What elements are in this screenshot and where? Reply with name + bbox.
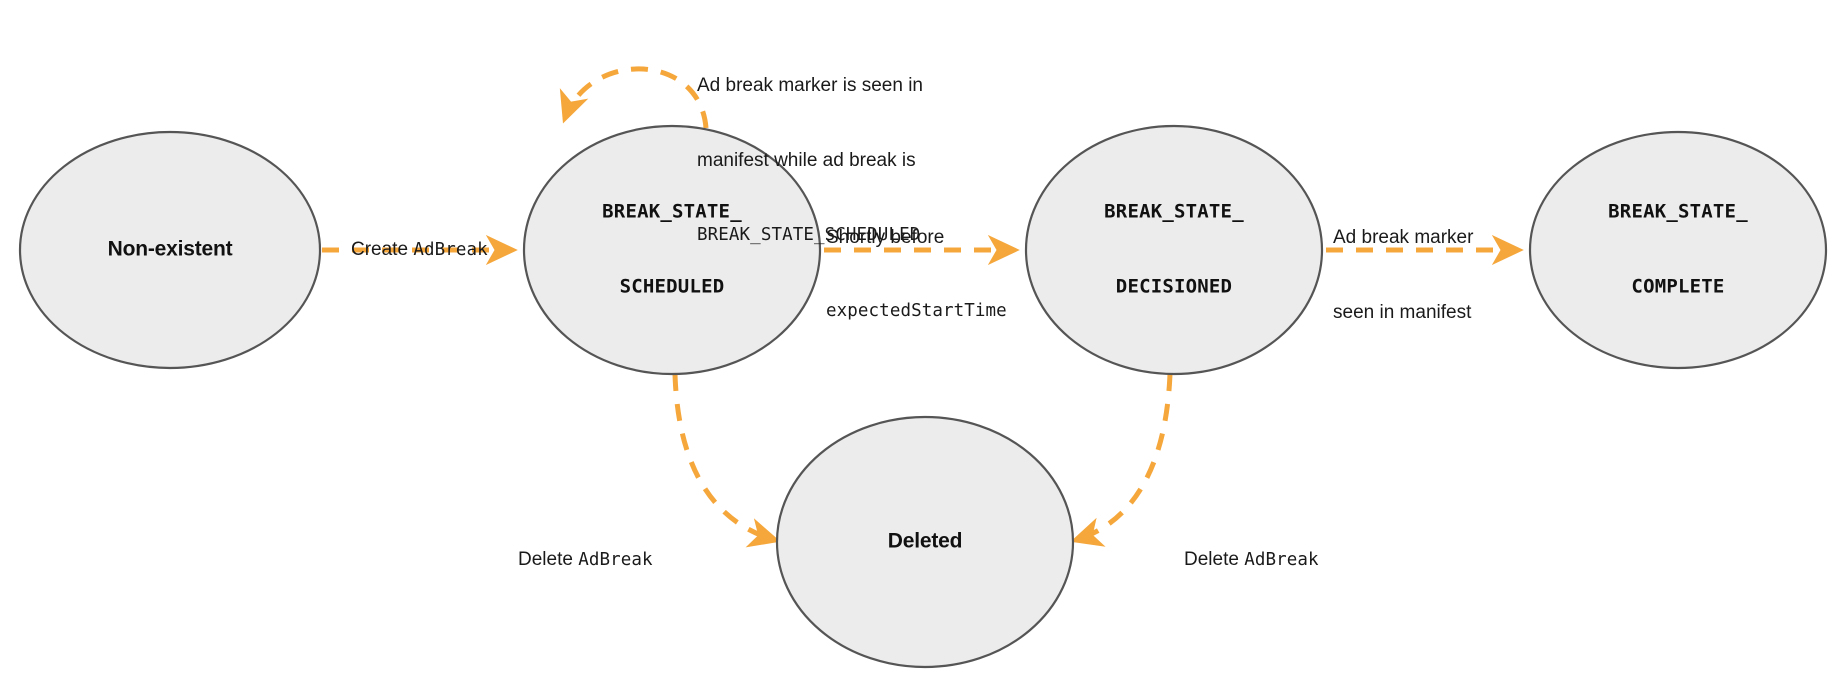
edge-decisioned-to-deleted bbox=[1070, 373, 1173, 547]
state-node-deleted[interactable] bbox=[775, 415, 1075, 669]
edge-scheduled-self-loop bbox=[559, 66, 709, 129]
state-node-non-existent[interactable] bbox=[18, 130, 322, 370]
edge-scheduled-to-deleted bbox=[672, 373, 781, 548]
state-node-break-state-scheduled[interactable] bbox=[522, 124, 822, 376]
state-node-break-state-complete[interactable] bbox=[1528, 130, 1828, 370]
nodes-layer bbox=[18, 124, 1828, 669]
edges-layer bbox=[322, 66, 1524, 548]
state-node-break-state-decisioned[interactable] bbox=[1024, 124, 1324, 376]
